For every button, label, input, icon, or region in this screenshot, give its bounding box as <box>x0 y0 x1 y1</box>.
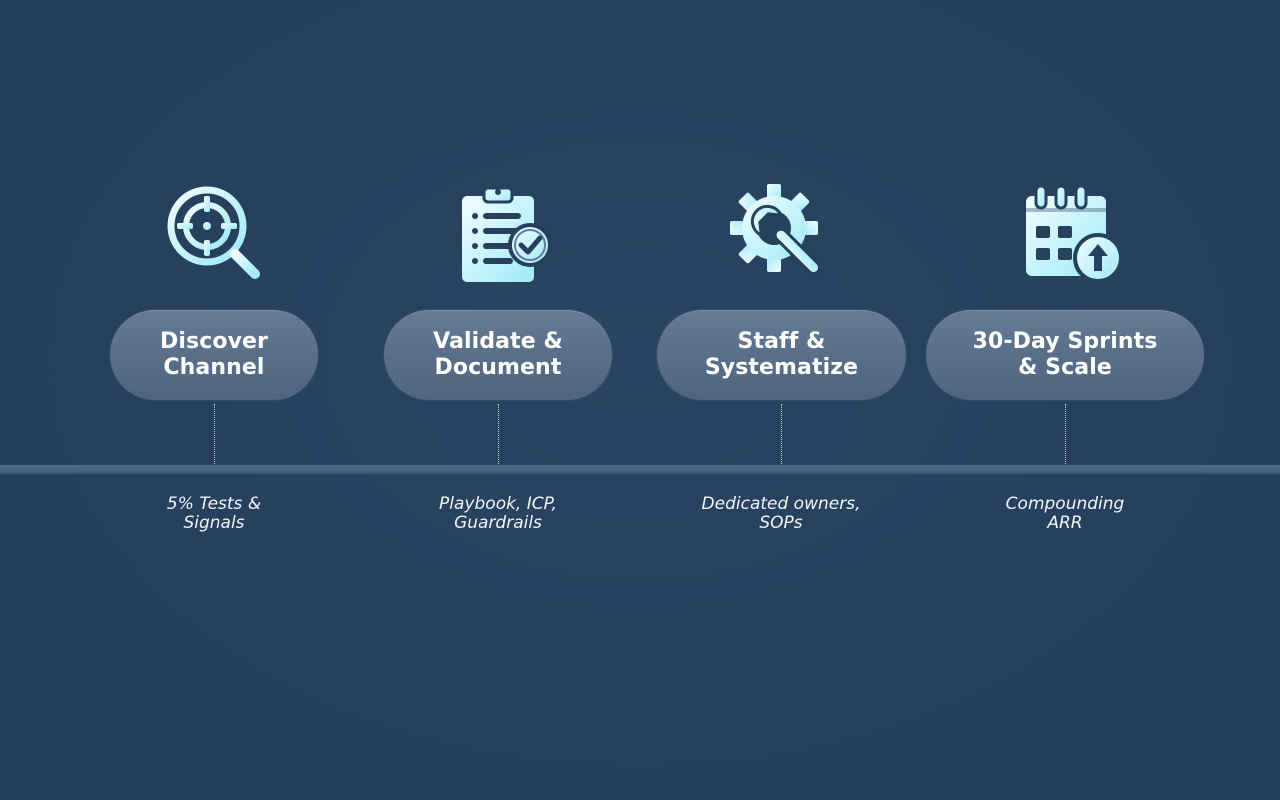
stage-label: Validate & Document <box>433 329 563 380</box>
clipboard-check-icon <box>448 182 558 292</box>
stage-label: Staff & Systematize <box>704 329 859 380</box>
stage-connector <box>498 404 499 464</box>
stage-caption: Compounding ARR <box>1005 494 1125 533</box>
stage-connector <box>1065 404 1066 464</box>
stage-connector <box>214 404 215 464</box>
stage-pill: Discover Channel <box>110 310 318 400</box>
stage-connector <box>781 404 782 464</box>
stage-label: 30-Day Sprints & Scale <box>972 329 1158 380</box>
timeline-bar <box>0 465 1280 474</box>
stage-caption: Playbook, ICP, Guardrails <box>439 494 557 533</box>
gear-wrench-icon <box>726 182 836 292</box>
stage-caption: 5% Tests & Signals <box>166 494 262 533</box>
stage-pill: 30-Day Sprints & Scale <box>926 310 1204 400</box>
stage-label: Discover Channel <box>160 329 268 380</box>
stage-pill: Staff & Systematize <box>657 310 906 400</box>
stage-caption: Dedicated owners, SOPs <box>701 494 861 533</box>
stage-pill: Validate & Document <box>384 310 612 400</box>
target-magnifier-icon <box>159 182 269 292</box>
calendar-up-arrow-icon <box>1016 182 1126 292</box>
